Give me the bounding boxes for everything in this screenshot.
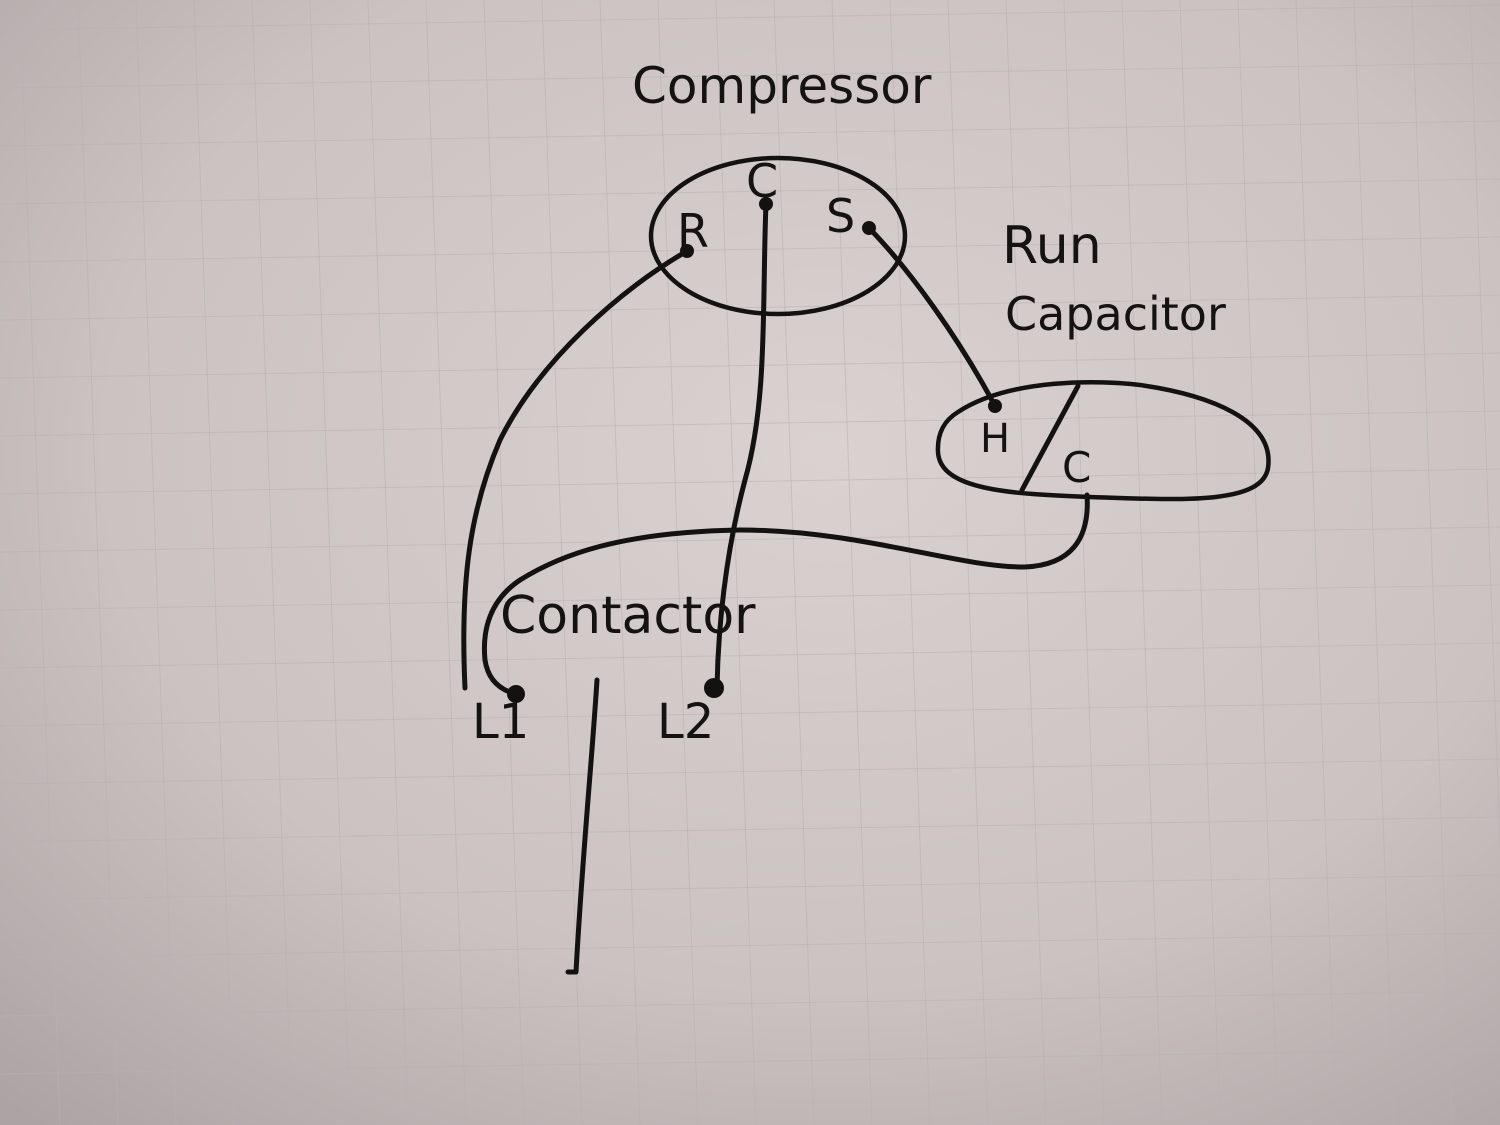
compressor-terminal-s: S: [826, 189, 855, 243]
run-capacitor-label-line1: Run: [1002, 216, 1102, 276]
grid-line: [831, 0, 873, 1125]
grid-line: [251, 0, 293, 1125]
grid-line: [135, 0, 177, 1125]
grid-line: [0, 874, 1500, 901]
wire-r-down: [461, 248, 690, 691]
grid-line: [0, 410, 1500, 437]
grid-line: [0, 816, 1500, 843]
capacitor-terminal-herm: H: [980, 416, 1010, 462]
grid-line: [0, 1048, 1500, 1075]
grid-line: [541, 0, 583, 1125]
capacitor-divider-slash: [1019, 383, 1081, 493]
contactor-terminal-l2: L2: [657, 694, 714, 750]
grid-line: [715, 0, 757, 1125]
contactor-label: Contactor: [500, 586, 756, 646]
grid-line: [1237, 0, 1279, 1125]
wire-s-to-herm: [866, 225, 998, 409]
grid-line: [1353, 0, 1395, 1125]
grid-line: [889, 0, 931, 1125]
grid-line: [657, 0, 699, 1125]
compressor-circle: [648, 155, 908, 317]
grid-line: [0, 932, 1500, 959]
run-capacitor-outline: [935, 379, 1271, 502]
grid-line: [0, 62, 1500, 89]
contactor-dot-l2: [704, 678, 724, 698]
grid-line: [0, 4, 1500, 31]
grid-line: [773, 0, 815, 1125]
grid-line: [1121, 0, 1163, 1125]
run-capacitor-label-line2: Capacitor: [1005, 287, 1226, 341]
grid-line: [0, 700, 1500, 727]
grid-line: [1295, 0, 1337, 1125]
grid-line: [19, 0, 61, 1125]
wire-c-to-l2: [714, 201, 769, 691]
grid-line: [1063, 0, 1105, 1125]
grid-line: [0, 178, 1500, 205]
grid-line: [483, 0, 525, 1125]
grid-line: [0, 352, 1500, 379]
contactor-terminal-l1: L1: [472, 694, 529, 750]
grid-line: [309, 0, 351, 1125]
grid-line: [0, 294, 1500, 321]
compressor-label: Compressor: [632, 57, 932, 115]
grid-line: [0, 758, 1500, 785]
grid-line: [0, 468, 1500, 495]
capacitor-terminal-common: C: [1062, 443, 1091, 492]
grid-line: [0, 236, 1500, 263]
grid-line: [425, 0, 467, 1125]
grid-line: [1469, 0, 1500, 858]
contactor-divider-line: [565, 677, 600, 975]
grid-line: [77, 0, 119, 1125]
contactor-dot-l1: [507, 685, 525, 703]
grid-line: [0, 584, 1500, 611]
grid-line: [193, 0, 235, 1125]
wire-capacitor-c-to-l1: [481, 492, 1090, 697]
grid-line: [367, 0, 409, 1125]
grid-line: [0, 120, 1500, 147]
grid-line: [0, 526, 1500, 553]
grid-line: [1411, 0, 1453, 1125]
grid-line: [0, 990, 1500, 1017]
grid-line: [0, 642, 1500, 669]
grid-line: [599, 0, 641, 1125]
